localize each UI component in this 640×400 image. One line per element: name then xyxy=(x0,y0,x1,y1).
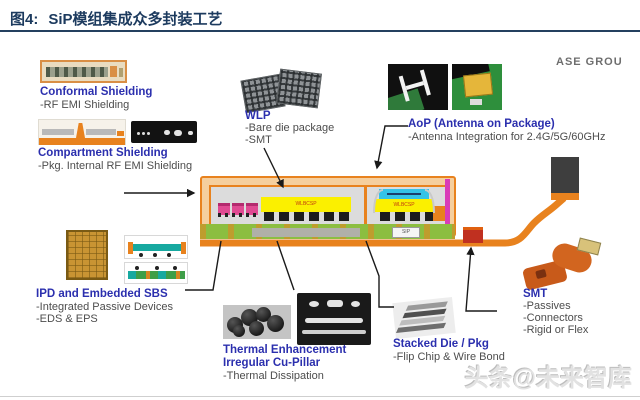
substrate-core xyxy=(252,228,360,237)
ipd-line: -EDS & EPS xyxy=(36,313,98,325)
ball xyxy=(139,253,143,257)
gold-antenna-patch xyxy=(462,72,494,98)
embedded-die xyxy=(133,244,181,251)
die-mark xyxy=(164,130,170,135)
compartment-title: Compartment Shielding xyxy=(38,147,168,159)
figure-number: 图4: xyxy=(10,11,39,28)
embedded-substrate-diagram xyxy=(124,262,188,284)
ball xyxy=(153,253,157,257)
stacked-memory-die xyxy=(379,189,429,199)
solder-dot xyxy=(142,132,145,135)
thermal-title: Thermal Enhancement xyxy=(223,344,347,356)
thermal-line: -Thermal Dissipation xyxy=(223,370,324,382)
stacked-die-photo xyxy=(392,296,456,340)
conformal-title: Conformal Shielding xyxy=(40,86,153,98)
pillar-blob xyxy=(249,321,264,336)
aop-package-photo xyxy=(452,64,502,110)
antenna-bar-vertical xyxy=(445,179,450,226)
mark xyxy=(327,300,343,307)
board-connector-base xyxy=(551,193,579,200)
aop-line: -Antenna Integration for 2.4G/5G/60GHz xyxy=(408,131,606,143)
component-block xyxy=(110,66,117,77)
solder-dot xyxy=(137,132,140,135)
smt-line: -Passives xyxy=(523,300,571,312)
ball xyxy=(155,266,159,270)
substrate-tag: SIP xyxy=(392,227,420,238)
wlp-title: WLP xyxy=(245,110,271,122)
board-connector xyxy=(551,157,579,195)
compartment-line: -Pkg. Internal RF EMI Shielding xyxy=(38,160,193,172)
layer-line xyxy=(305,318,363,323)
mark xyxy=(309,301,319,307)
component-block xyxy=(119,68,123,77)
thermal-title2: Irregular Cu-Pillar xyxy=(223,357,321,369)
smt-line: -Rigid or Flex xyxy=(523,324,589,336)
right-die-bumps xyxy=(380,212,433,221)
smt-flex-photo xyxy=(520,237,602,291)
via xyxy=(181,242,186,254)
ipd-line: -Integrated Passive Devices xyxy=(36,301,173,313)
mark xyxy=(351,301,360,307)
antenna-bar xyxy=(405,81,425,90)
leader-aop xyxy=(374,125,408,170)
leader-thermal xyxy=(276,240,295,291)
component-strip xyxy=(46,67,108,77)
watermark: 头条@未来智库 xyxy=(464,365,632,392)
pillar-blob xyxy=(233,325,245,337)
compartment-shielding-photo xyxy=(131,121,197,143)
layer-line xyxy=(302,330,366,334)
right-die: WLBCSP xyxy=(375,199,433,212)
shield-slab xyxy=(42,129,74,135)
ipd-title: IPD and Embedded SBS xyxy=(36,288,168,300)
shield-bump xyxy=(117,131,124,136)
ipd-die-photo xyxy=(66,230,108,280)
die-mark xyxy=(174,130,182,136)
compartment-shielding-image xyxy=(38,119,126,145)
embedded-layers xyxy=(128,271,185,279)
aop-antenna-photo xyxy=(388,64,448,110)
wlp-line: -Bare die package xyxy=(245,122,335,134)
figure-title-text: SiP模组集成众多封装工艺 xyxy=(48,11,223,28)
left-die: WLBCSP xyxy=(261,197,351,212)
solder-dot xyxy=(147,132,150,135)
chip-mark xyxy=(470,99,482,105)
thermal-xsection-photo xyxy=(297,293,371,345)
left-die-bumps xyxy=(264,212,349,221)
ball xyxy=(173,266,177,270)
via xyxy=(128,242,133,254)
wlp-line: -SMT xyxy=(245,134,272,146)
h-antenna-shape xyxy=(398,68,436,103)
shield-slab xyxy=(86,129,116,135)
stacked-line: -Flip Chip & Wire Bond xyxy=(393,351,505,363)
shield-pillar xyxy=(76,123,85,138)
compartment-wall xyxy=(364,186,367,226)
die-marking xyxy=(387,193,421,195)
brand-text: ASE GROU xyxy=(556,56,623,68)
die-mark xyxy=(188,131,193,135)
conformal-line: -RF EMI Shielding xyxy=(40,99,130,111)
ball xyxy=(135,266,139,270)
embedded-substrate-diagram xyxy=(124,235,188,259)
smt-connector-component xyxy=(463,227,483,243)
cu-pillar-photo xyxy=(223,305,291,339)
wlp-chip-photo xyxy=(276,68,322,109)
leader-smt xyxy=(465,246,497,312)
shield-base xyxy=(39,138,125,145)
smt-title: SMT xyxy=(523,288,548,300)
conformal-shielding-image xyxy=(40,60,127,83)
leader-ipd xyxy=(185,240,222,291)
title-divider xyxy=(0,30,640,32)
passive-bumps xyxy=(218,213,258,217)
ball xyxy=(167,253,171,257)
figure-title: 图4: SiP模组集成众多封装工艺 xyxy=(10,8,223,29)
aop-title: AoP (Antenna on Package) xyxy=(408,118,555,130)
stacked-title: Stacked Die / Pkg xyxy=(393,338,489,350)
pillar-blob xyxy=(267,315,284,332)
bottom-divider xyxy=(0,396,640,397)
smt-line: -Connectors xyxy=(523,312,583,324)
